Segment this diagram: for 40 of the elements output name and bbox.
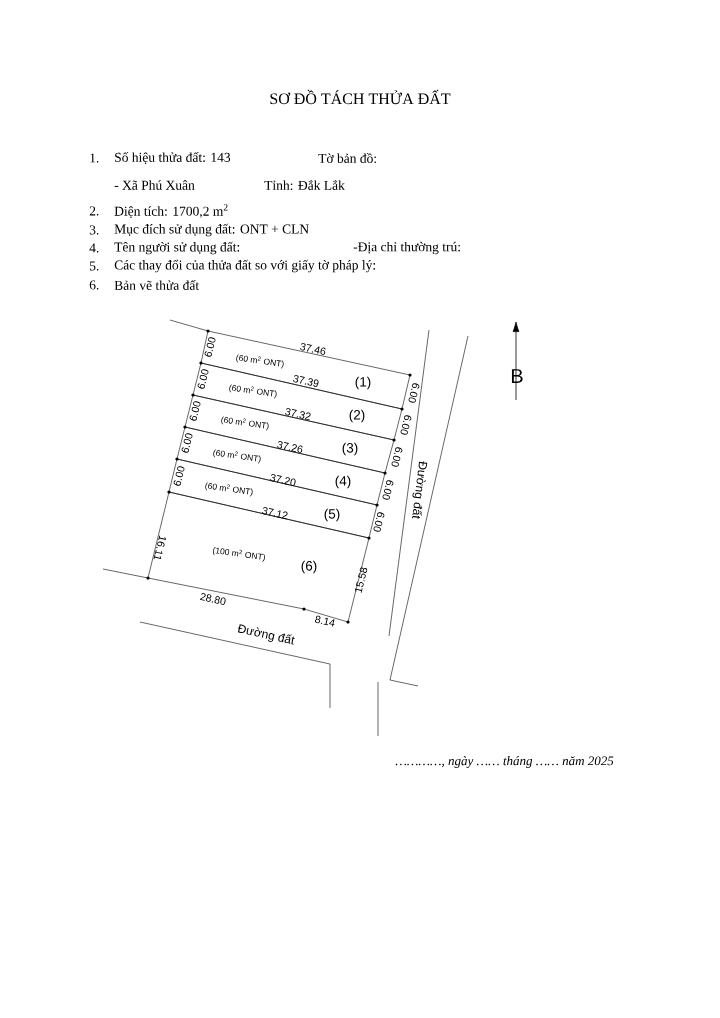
list-item: Tên người sử dụng đất: (114, 241, 240, 255)
dimension-label: 6.00 (400, 415, 412, 435)
dimension-label: 37.20 (270, 474, 296, 486)
list-number: 5. (90, 261, 99, 271)
dimension-label: 37.26 (277, 441, 303, 453)
list-item: - Xã Phú Xuân (114, 180, 195, 190)
list-item: Số hiệu thửa đất: 143 (115, 152, 231, 164)
list-item: -Địa chỉ thường trú: (353, 241, 460, 255)
dimension-label: 6.00 (204, 337, 216, 357)
dimension-label: 37.46 (300, 343, 326, 355)
list-item: Mục đích sử dụng đất: ONT + CLN (114, 223, 309, 237)
dimension-label: 6.00 (181, 433, 193, 453)
list-number: 6. (89, 280, 99, 290)
dimension-label: 6.00 (173, 466, 185, 486)
dimension-label: 6.00 (197, 369, 209, 389)
dimension-label: 6.00 (189, 401, 201, 421)
dimension-label: 37.39 (293, 375, 319, 387)
list-number: 3. (89, 225, 99, 235)
dimension-label: 37.12 (262, 507, 288, 520)
dimension-label: 8.14 (315, 615, 335, 627)
list-number: 2. (89, 206, 99, 216)
road-label: Đường đất (412, 461, 428, 519)
list-item: Diện tích: 1700,2 m$^{2}$ (114, 204, 228, 218)
dimension-label: 6.00 (391, 447, 403, 467)
dimension-label: 6.00 (373, 512, 385, 532)
list-number: 1. (90, 153, 99, 163)
list-item: Các thay đổi của thửa đất so với giấy tờ pháp lý: (114, 259, 376, 273)
title: SƠ ĐỒ TÁCH THỬA ĐẤT (270, 89, 451, 105)
dimension-label: 15.58 (355, 567, 368, 593)
dimension-label: 6.00 (382, 480, 394, 500)
dimension-label: 28.80 (199, 593, 226, 605)
dimension-label: 37.32 (285, 408, 311, 421)
dimension-label: 16.11 (153, 535, 166, 560)
list-item: Bản vẽ thửa đất (114, 280, 200, 290)
north-label: B (511, 369, 523, 383)
list-item: Tờ bản đồ: (318, 153, 376, 163)
list-item: Tỉnh: Đắk Lắk (264, 180, 345, 190)
dimension-label: 6.00 (408, 383, 420, 403)
list-number: 4. (89, 243, 99, 253)
date-line: …………, ngày …… tháng …… năm 2025 (395, 756, 614, 768)
